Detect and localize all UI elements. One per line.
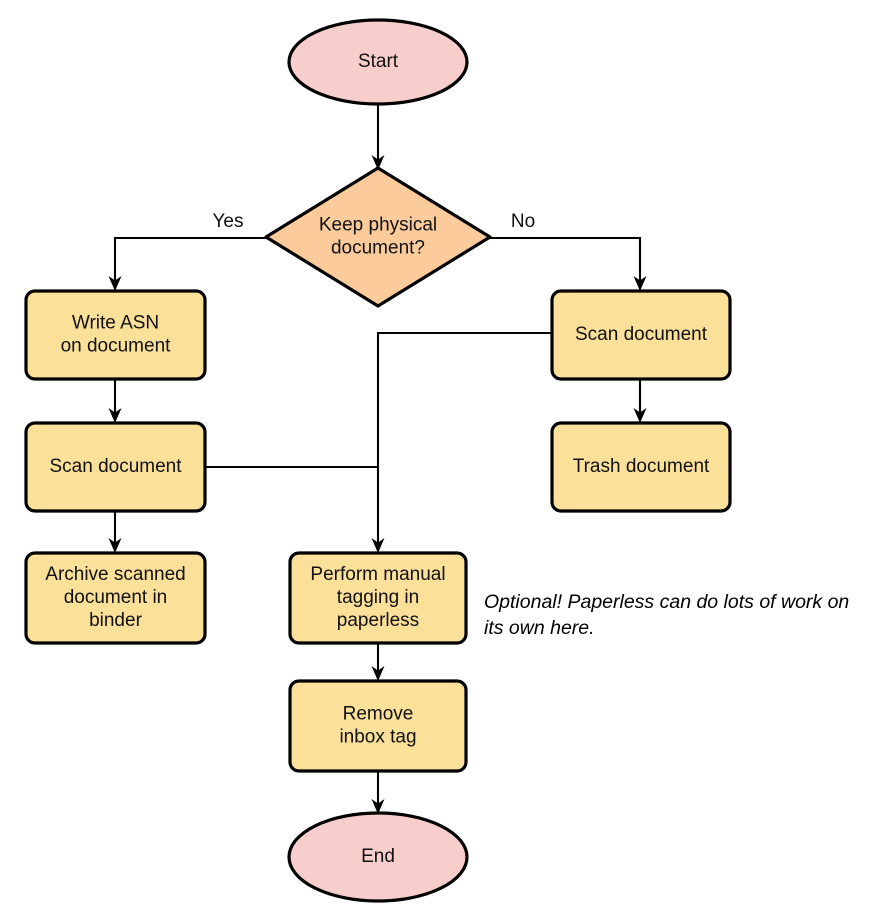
edge-path bbox=[113, 236, 266, 285]
node-label-archive-binder: binder bbox=[89, 610, 142, 631]
node-label-archive-binder: document in bbox=[64, 587, 168, 608]
arrowhead-icon bbox=[371, 666, 385, 681]
node-label-manual-tagging: Perform manual bbox=[310, 564, 445, 585]
edge-scan-right-to-trash bbox=[633, 379, 647, 423]
arrowhead-icon bbox=[371, 155, 385, 170]
node-end[interactable]: End bbox=[287, 811, 469, 903]
edge-decision-no-to-scan-right: No bbox=[490, 211, 647, 291]
node-shape-process bbox=[288, 551, 468, 645]
node-shape-process bbox=[24, 421, 207, 513]
node-shape-process bbox=[24, 289, 207, 381]
node-start[interactable]: Start bbox=[287, 18, 469, 106]
node-label-manual-tagging: paperless bbox=[337, 610, 419, 631]
edge-remove-inbox-to-end bbox=[371, 771, 385, 814]
edge-start-to-decision bbox=[371, 104, 385, 170]
node-label-write-asn: on document bbox=[61, 336, 172, 357]
node-shape-process bbox=[24, 551, 207, 645]
node-shape-terminator bbox=[287, 18, 469, 106]
arrowhead-icon bbox=[371, 799, 385, 814]
arrowhead-icon bbox=[108, 538, 122, 553]
node-shape-terminator bbox=[287, 811, 469, 903]
node-label-start: Start bbox=[358, 51, 399, 72]
edge-path bbox=[376, 331, 552, 547]
node-trash-document[interactable]: Trash document bbox=[550, 421, 732, 513]
node-label-write-asn: Write ASN bbox=[72, 313, 159, 334]
node-label-keep-physical: Keep physical bbox=[319, 215, 437, 236]
annotation-line: its own here. bbox=[484, 617, 595, 639]
arrowhead-icon bbox=[108, 276, 122, 291]
arrowhead-icon bbox=[108, 408, 122, 423]
arrowhead-icon bbox=[371, 538, 385, 553]
node-scan-document-right[interactable]: Scan document bbox=[550, 289, 732, 381]
arrowhead-icon bbox=[633, 408, 647, 423]
edge-manual-tagging-to-remove-inbox bbox=[371, 643, 385, 681]
node-shape-process bbox=[550, 421, 732, 513]
node-label-remove-inbox-tag: inbox tag bbox=[339, 727, 416, 748]
edges-layer: Yes No bbox=[108, 104, 647, 814]
edge-scan-right-to-manual-tagging bbox=[371, 331, 552, 553]
node-shape-process bbox=[550, 289, 732, 381]
node-label-remove-inbox-tag: Remove bbox=[343, 704, 414, 725]
edge-label-decision-no-to-scan-right: No bbox=[511, 211, 535, 232]
node-shape-process bbox=[288, 679, 468, 773]
node-label-archive-binder: Archive scanned bbox=[45, 564, 185, 585]
node-label-end: End bbox=[361, 846, 395, 867]
arrowhead-icon bbox=[633, 276, 647, 291]
edge-scan-left-to-archive bbox=[108, 511, 122, 553]
node-label-scan-document-right: Scan document bbox=[575, 324, 708, 345]
edge-path bbox=[490, 236, 642, 285]
edge-decision-yes-to-write-asn: Yes bbox=[108, 211, 266, 291]
node-label-manual-tagging: tagging in bbox=[337, 587, 419, 608]
edge-label-decision-yes-to-write-asn: Yes bbox=[213, 211, 244, 232]
node-label-keep-physical: document? bbox=[331, 238, 425, 259]
annotation-optional-note: Optional! Paperless can do lots of work … bbox=[484, 591, 849, 639]
annotation-line: Optional! Paperless can do lots of work … bbox=[484, 591, 849, 613]
node-scan-document-left[interactable]: Scan document bbox=[24, 421, 207, 513]
node-shape-decision bbox=[264, 166, 492, 308]
edge-write-asn-to-scan-left bbox=[108, 379, 122, 423]
node-label-trash-document: Trash document bbox=[573, 456, 710, 477]
annotations-layer: Optional! Paperless can do lots of work … bbox=[484, 591, 849, 639]
node-label-scan-document-left: Scan document bbox=[49, 456, 182, 477]
